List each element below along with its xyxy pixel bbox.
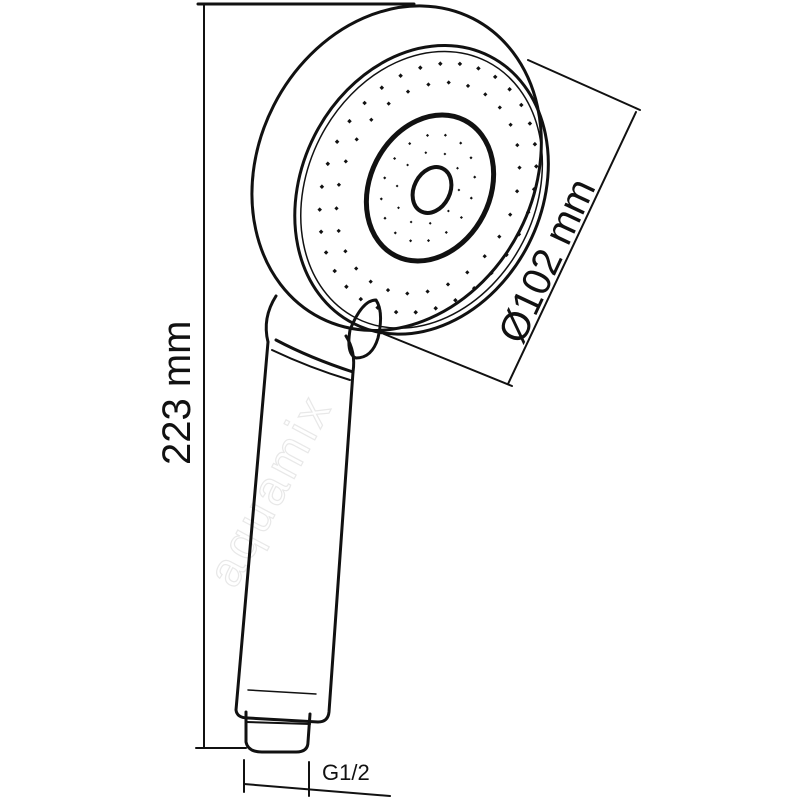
nozzle-dot [482, 254, 487, 259]
nozzle-dot [408, 142, 412, 146]
spray-nozzles [317, 61, 539, 315]
nozzle-dot [459, 141, 463, 145]
nozzle-dot [471, 286, 477, 291]
nozzle-dot [393, 231, 397, 235]
nozzle-dot [532, 141, 538, 147]
nozzle-dot [445, 282, 451, 287]
nozzle-dot [534, 164, 539, 169]
nozzle-dot [393, 309, 399, 315]
nozzle-dot [465, 270, 470, 275]
nozzle-dot [343, 159, 348, 164]
handle [234, 338, 355, 724]
nozzle-dot [497, 234, 502, 239]
head-inner-ring [363, 112, 497, 264]
nozzle-dot [369, 117, 374, 122]
nozzle-dot [325, 161, 331, 167]
nozzle-dot [398, 73, 403, 78]
nozzle-dot [519, 102, 524, 108]
nozzle-dot [425, 133, 430, 137]
nozzle-dot [409, 220, 413, 224]
nozzle-dot [527, 121, 533, 126]
nozzle-dot [418, 65, 423, 70]
watermark: aquamix [198, 385, 343, 595]
nozzle-dot [428, 221, 432, 225]
length-label: 223 mm [155, 321, 199, 466]
nozzle-dot [332, 268, 337, 274]
nozzle-dot [469, 156, 473, 160]
nozzle-dot [507, 87, 512, 92]
nozzle-dot [334, 139, 340, 144]
nozzle-dot [457, 188, 461, 192]
nozzle-dot [397, 206, 400, 210]
nozzle-dot [476, 66, 481, 71]
nozzle-dot [409, 239, 413, 243]
nozzle-dot [446, 209, 450, 213]
nozzle-dot [386, 101, 391, 106]
nozzle-dot [453, 298, 458, 303]
nozzle-dot [514, 189, 520, 194]
nozzle-dot [483, 92, 488, 97]
nozzle-dot [473, 175, 477, 179]
nozzle-dot [354, 266, 359, 271]
nozzle-dot [515, 142, 520, 148]
nozzle-dot [368, 279, 373, 284]
nozzle-dot [336, 228, 341, 234]
nozzle-dot [497, 105, 502, 110]
nozzle-dot [405, 89, 411, 94]
nozzle-dot [424, 151, 428, 155]
nozzle-dot [354, 137, 359, 142]
thread-connector [244, 710, 312, 754]
nozzle-dot [438, 61, 443, 66]
mode-lever [347, 298, 383, 360]
nozzle-dot [426, 82, 431, 87]
nozzle-dot [395, 184, 399, 188]
nozzle-dot [347, 118, 352, 124]
nozzle-dot [443, 133, 447, 137]
nozzle-dot [444, 230, 448, 234]
nozzle-dot [334, 206, 339, 211]
thread-dimension [243, 759, 391, 797]
nozzle-dot [459, 215, 463, 220]
nozzle-dot [405, 291, 410, 296]
head-center-disc [410, 165, 454, 215]
nozzle-dot [317, 207, 322, 212]
nozzle-dot [318, 229, 324, 235]
nozzle-dot [426, 239, 431, 243]
nozzle-dot [379, 85, 385, 90]
nozzle-dot [319, 184, 325, 189]
nozzle-dot [425, 289, 430, 294]
nozzle-dot [343, 249, 348, 254]
nozzle-dot [362, 100, 367, 106]
diameter-dimension [383, 59, 641, 387]
nozzle-dot [393, 156, 397, 161]
nozzle-dot [517, 165, 522, 170]
nozzle-dot [492, 74, 498, 80]
nozzle-dot [504, 252, 509, 258]
nozzle-dot [457, 61, 463, 67]
nozzle-dot [446, 80, 451, 85]
nozzle-dot [508, 122, 513, 127]
nozzle-dot [465, 83, 471, 89]
nozzle-dot [433, 306, 438, 311]
nozzle-dot [456, 166, 459, 170]
nozzle-dot [469, 196, 473, 200]
diameter-label: Ø102 mm [490, 172, 604, 350]
nozzle-dot [406, 163, 410, 167]
nozzle-dot [489, 270, 494, 276]
head-rim [250, 4, 543, 332]
nozzle-dot [358, 296, 364, 302]
nozzle-dot [383, 216, 387, 220]
nozzle-dot [385, 287, 391, 293]
nozzle-dot [379, 197, 383, 201]
nozzle-dot [413, 310, 418, 315]
nozzle-dot [375, 305, 380, 310]
thread-label: G1/2 [322, 760, 370, 785]
nozzle-dot [443, 152, 447, 156]
nozzle-dot [344, 284, 349, 289]
nozzle-dot [323, 250, 329, 255]
nozzle-dot [508, 212, 513, 217]
nozzle-dot [336, 182, 342, 187]
nozzle-dot [383, 176, 387, 180]
